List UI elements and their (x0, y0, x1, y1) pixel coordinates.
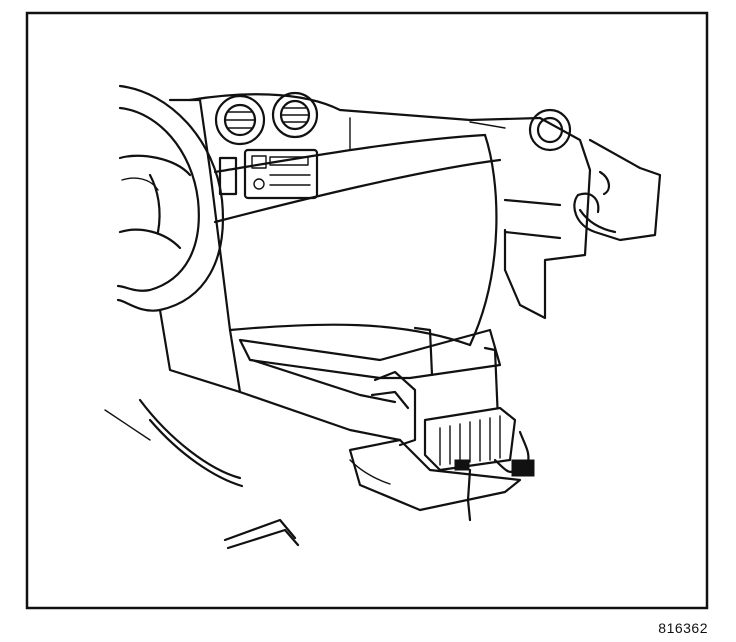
dashboard (158, 93, 592, 394)
connector-icon (423, 406, 535, 522)
steering-wheel-icon (116, 84, 244, 488)
hand-icon (573, 138, 662, 242)
radio-icon (218, 148, 319, 200)
figure-border (25, 11, 709, 610)
floor-area (104, 409, 522, 550)
figure-id-label: 816362 (658, 620, 708, 636)
air-vent-icon (214, 91, 572, 152)
